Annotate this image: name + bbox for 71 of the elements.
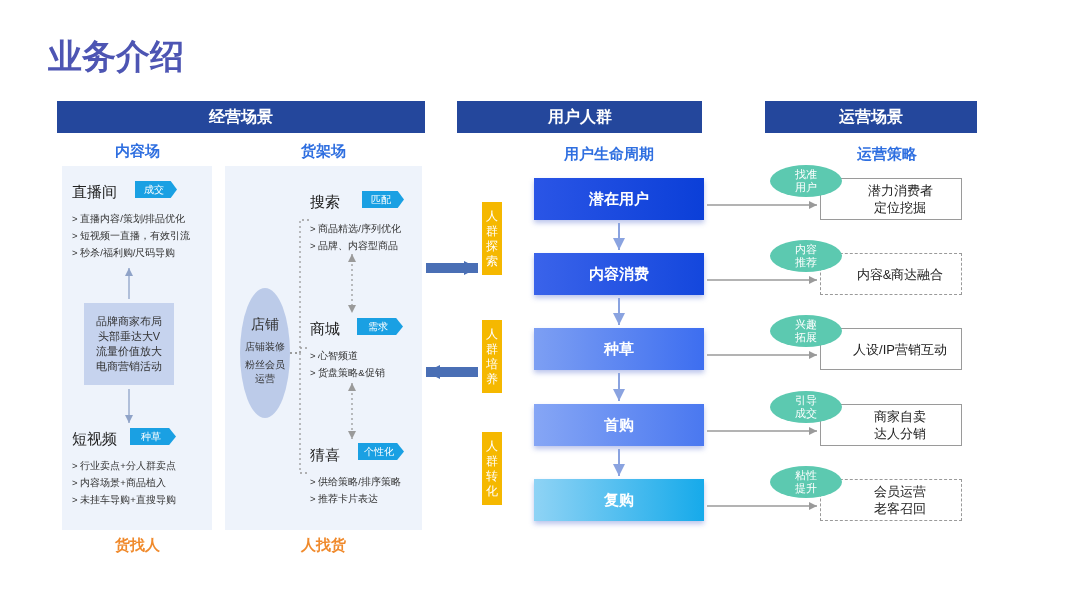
summary-box: 品牌商家布局头部垂达大V流量价值放大电商营销活动 bbox=[84, 303, 174, 385]
panel-heading: 内容场 bbox=[113, 142, 161, 161]
bullet-item: > 短视频一直播，有效引流 bbox=[72, 229, 192, 243]
stage-tag: 成交 bbox=[135, 181, 177, 198]
arrow bbox=[348, 253, 356, 314]
arrow bbox=[348, 382, 356, 440]
column-heading: 用户生命周期 bbox=[563, 145, 655, 164]
arrow bbox=[125, 388, 133, 424]
strategy-box: 人设/IP营销互动 bbox=[820, 328, 962, 370]
chevron-arrow bbox=[613, 297, 625, 326]
bullet-item: > 品牌、内容型商品 bbox=[310, 239, 400, 253]
lifecycle-stage-box: 内容消费 bbox=[534, 253, 704, 295]
strategy-oval: 兴趣拓展 bbox=[770, 315, 842, 347]
column-heading: 运营策略 bbox=[856, 145, 918, 164]
caption-text: 货找人 bbox=[113, 536, 161, 555]
arrow bbox=[706, 201, 818, 209]
bullet-item: > 推荐卡片表达 bbox=[310, 492, 380, 506]
shape-text: 粉丝会员运营 bbox=[244, 358, 286, 386]
caption-text: 人找货 bbox=[300, 536, 347, 555]
section-header-band: 用户人群 bbox=[457, 101, 702, 133]
strategy-oval: 内容推荐 bbox=[770, 240, 842, 272]
section-header-band: 经营场景 bbox=[57, 101, 425, 133]
bullet-item: > 未挂车导购+直搜导购 bbox=[72, 493, 177, 507]
section-heading: 猜喜 bbox=[310, 445, 340, 465]
scene-panel bbox=[225, 142, 422, 530]
section-heading: 短视频 bbox=[72, 429, 117, 449]
phase-ribbon: 人群转化 bbox=[482, 432, 502, 505]
arrow bbox=[706, 276, 818, 284]
phase-ribbon: 人群探索 bbox=[482, 202, 502, 275]
page-title: 业务介绍 bbox=[48, 36, 184, 77]
arrow bbox=[706, 502, 818, 510]
lifecycle-stage-box: 潜在用户 bbox=[534, 178, 704, 220]
shape-text: 店铺装修 bbox=[244, 340, 286, 354]
phase-ribbon: 人群培养 bbox=[482, 320, 502, 393]
section-heading: 搜索 bbox=[310, 192, 340, 212]
bullet-item: > 商品精选/序列优化 bbox=[310, 222, 402, 236]
section-header-band: 运营场景 bbox=[765, 101, 977, 133]
stage-tag: 匹配 bbox=[362, 191, 404, 208]
strategy-oval: 粘性提升 bbox=[770, 466, 842, 498]
chevron-arrow bbox=[613, 222, 625, 251]
bullet-item: > 货盘策略&促销 bbox=[310, 366, 386, 380]
strategy-box: 潜力消费者定位挖掘 bbox=[820, 178, 962, 220]
stage-tag: 个性化 bbox=[358, 443, 404, 460]
strategy-oval: 找准用户 bbox=[770, 165, 842, 197]
bullet-item: > 心智频道 bbox=[310, 349, 360, 363]
arrow bbox=[125, 267, 133, 300]
strategy-box: 商家自卖达人分销 bbox=[820, 404, 962, 446]
bullet-item: > 行业卖点+分人群卖点 bbox=[72, 459, 177, 473]
section-heading: 商城 bbox=[310, 319, 340, 339]
stage-tag: 需求 bbox=[357, 318, 403, 335]
stage-tag: 种草 bbox=[130, 428, 176, 445]
lifecycle-stage-box: 复购 bbox=[534, 479, 704, 521]
strategy-box: 会员运营老客召回 bbox=[820, 479, 962, 521]
bullet-item: > 直播内容/策划/排品优化 bbox=[72, 212, 187, 226]
block-arrow bbox=[426, 261, 478, 275]
strategy-oval: 引导成交 bbox=[770, 391, 842, 423]
arrow bbox=[706, 351, 818, 359]
scene-panel bbox=[62, 142, 212, 530]
bullet-item: > 内容场景+商品植入 bbox=[72, 476, 167, 490]
bullet-item: > 秒杀/福利购/尺码导购 bbox=[72, 246, 177, 260]
lifecycle-stage-box: 首购 bbox=[534, 404, 704, 446]
strategy-box: 内容&商达融合 bbox=[820, 253, 962, 295]
block-arrow bbox=[426, 365, 478, 379]
arrow bbox=[706, 427, 818, 435]
lifecycle-stage-box: 种草 bbox=[534, 328, 704, 370]
chevron-arrow bbox=[613, 448, 625, 477]
panel-heading: 货架场 bbox=[300, 142, 347, 161]
shape-title: 店铺 bbox=[250, 316, 280, 334]
bullet-item: > 供给策略/排序策略 bbox=[310, 475, 402, 489]
chevron-arrow bbox=[613, 372, 625, 402]
section-heading: 直播间 bbox=[72, 182, 117, 202]
